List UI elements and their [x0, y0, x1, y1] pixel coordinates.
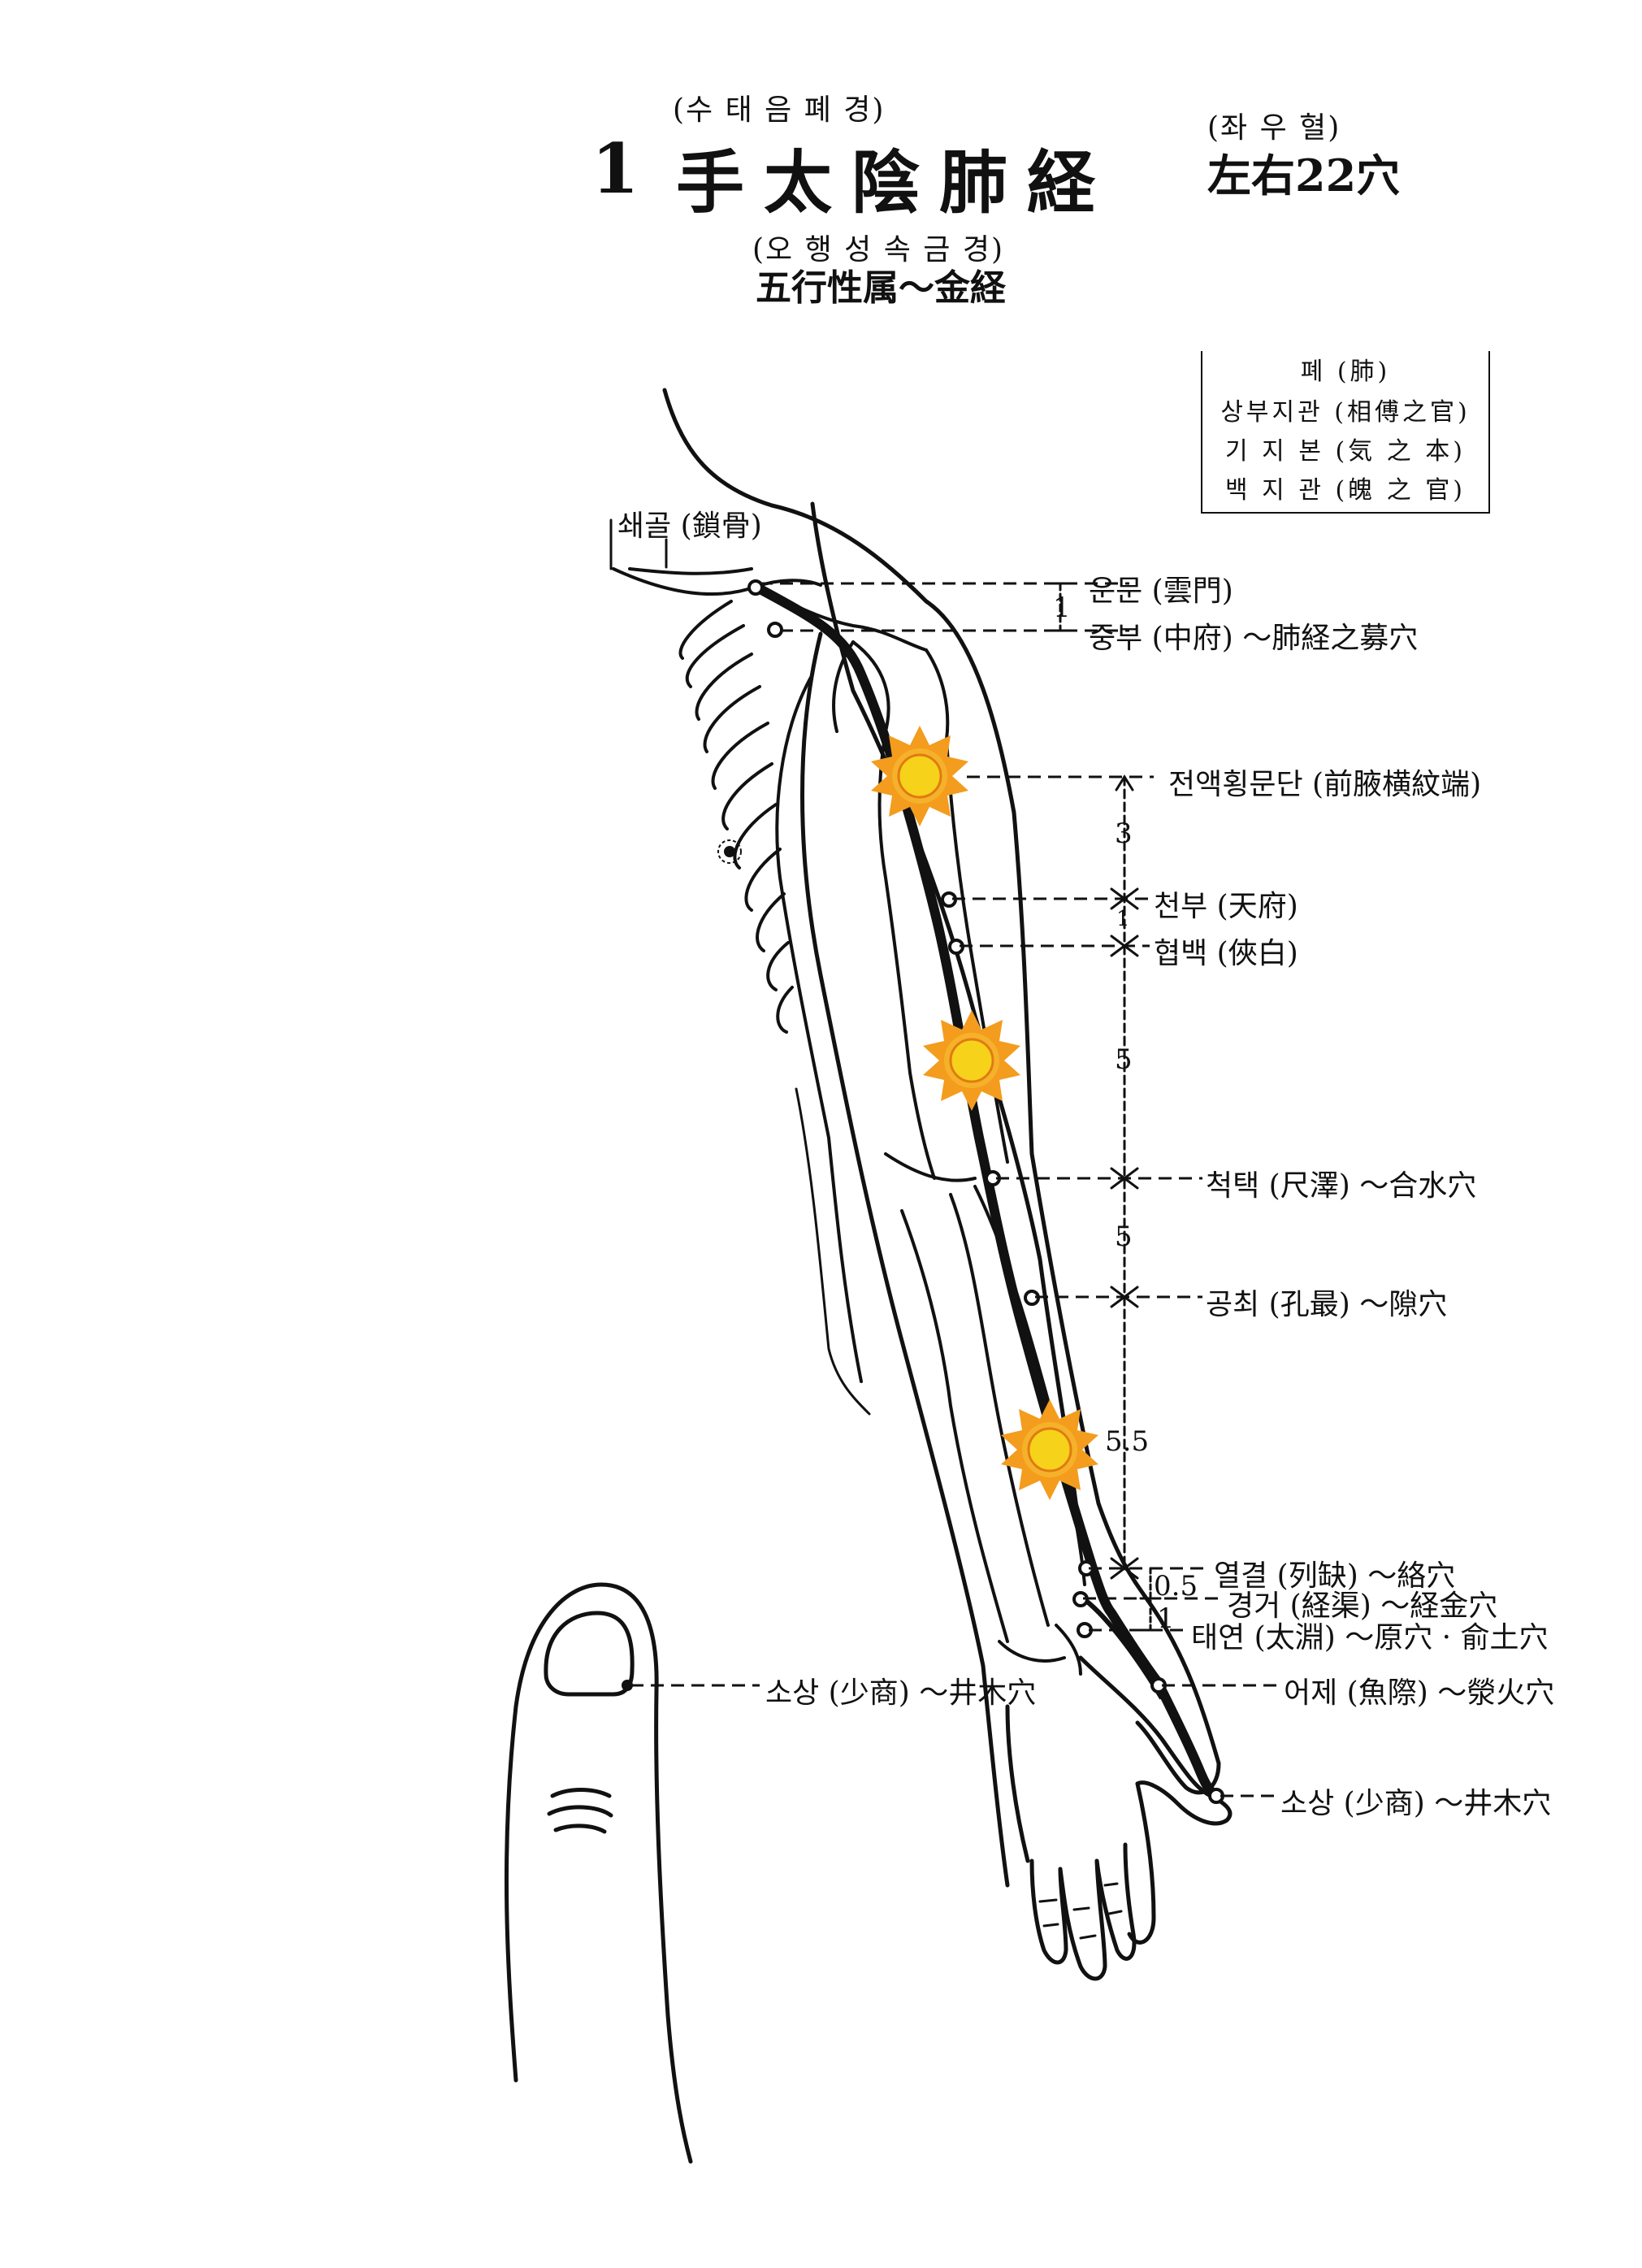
meridian-line: [751, 582, 1224, 1802]
ribcage: [678, 600, 794, 1034]
measure-5b: 5: [1115, 1221, 1133, 1253]
label-jingqu: 경거 (経渠) ～経金穴: [1227, 1589, 1498, 1623]
label-yunmen: 운문 (雲門): [1089, 575, 1233, 608]
page-title: 手太陰肺経: [676, 142, 1116, 223]
measure-5a: 5: [1115, 1043, 1133, 1076]
points-count: 左右22穴: [1207, 150, 1401, 202]
meridian-reading: (수 태 음 폐 경): [673, 93, 886, 127]
sun-icon: [999, 1398, 1100, 1502]
measure-3: 3: [1115, 817, 1133, 850]
lung-info-box: 폐 (肺) 상부지관 (相傅之官) 기 지 본 (気 之 本) 백 지 관 (魄…: [1201, 351, 1490, 514]
info-line-1: 상부지관 (相傅之官): [1220, 398, 1471, 427]
neck-outline: [662, 388, 1221, 1795]
info-line-3: 백 지 관 (魄 之 官): [1225, 476, 1466, 505]
label-zhongfu: 중부 (中府) ～肺経之募穴: [1089, 622, 1419, 655]
measure-0-5: 0.5: [1154, 1570, 1198, 1602]
sun-icon: [921, 1008, 1022, 1112]
label-xiabai: 협백 (俠白): [1154, 937, 1298, 970]
point-yunmen: [747, 579, 764, 596]
element-subtitle: 五行性属～金経: [756, 267, 1006, 309]
points-reading: (좌 우 혈): [1207, 111, 1341, 145]
label-taiyuan: 태연 (太淵) ～原穴 · 俞土穴: [1191, 1621, 1549, 1654]
label-shaoshang: 소상 (少商) ～井木穴: [1280, 1787, 1552, 1820]
label-kongzui: 공최 (孔最) ～隙穴: [1206, 1288, 1448, 1321]
chapter-number: 1: [591, 128, 639, 209]
thumb-closeup: [504, 1582, 693, 2164]
label-shaoshang-thumb: 소상 (少商) ～井木穴: [765, 1676, 1037, 1710]
nipple-marker-icon: [717, 839, 742, 864]
label-crease: 전액횡문단 (前腋横紋端): [1168, 768, 1482, 801]
label-yuji: 어제 (魚際) ～滎火穴: [1284, 1676, 1555, 1710]
measure-rulers: [1046, 582, 1162, 1632]
info-box-title: 폐 (肺): [1202, 351, 1488, 387]
element-reading: (오 행 성 속 금 경): [752, 233, 1005, 267]
point-zhongfu: [767, 622, 783, 638]
thumb-shaoshang-point: [622, 1680, 633, 1691]
hand-outline: [1005, 1655, 1233, 1981]
label-tianfu: 천부 (天府): [1154, 890, 1298, 923]
label-clavicle: 쇄골 (鎖骨): [617, 510, 762, 543]
label-chize: 척택 (尺澤) ～合水穴: [1206, 1169, 1477, 1203]
info-line-2: 기 지 본 (気 之 本): [1225, 437, 1466, 466]
measure-1c: 1: [1157, 1602, 1175, 1635]
torso-outline: [775, 673, 863, 1383]
arm-body-outline: [800, 631, 1010, 1888]
arm-inner-outline: [810, 501, 1083, 1546]
measure-5-5: 5.5: [1105, 1425, 1150, 1458]
measure-1b: 1: [1116, 907, 1130, 931]
measure-1: 1: [1053, 592, 1071, 624]
label-lieque: 열결 (列缺) ～絡穴: [1214, 1559, 1456, 1593]
